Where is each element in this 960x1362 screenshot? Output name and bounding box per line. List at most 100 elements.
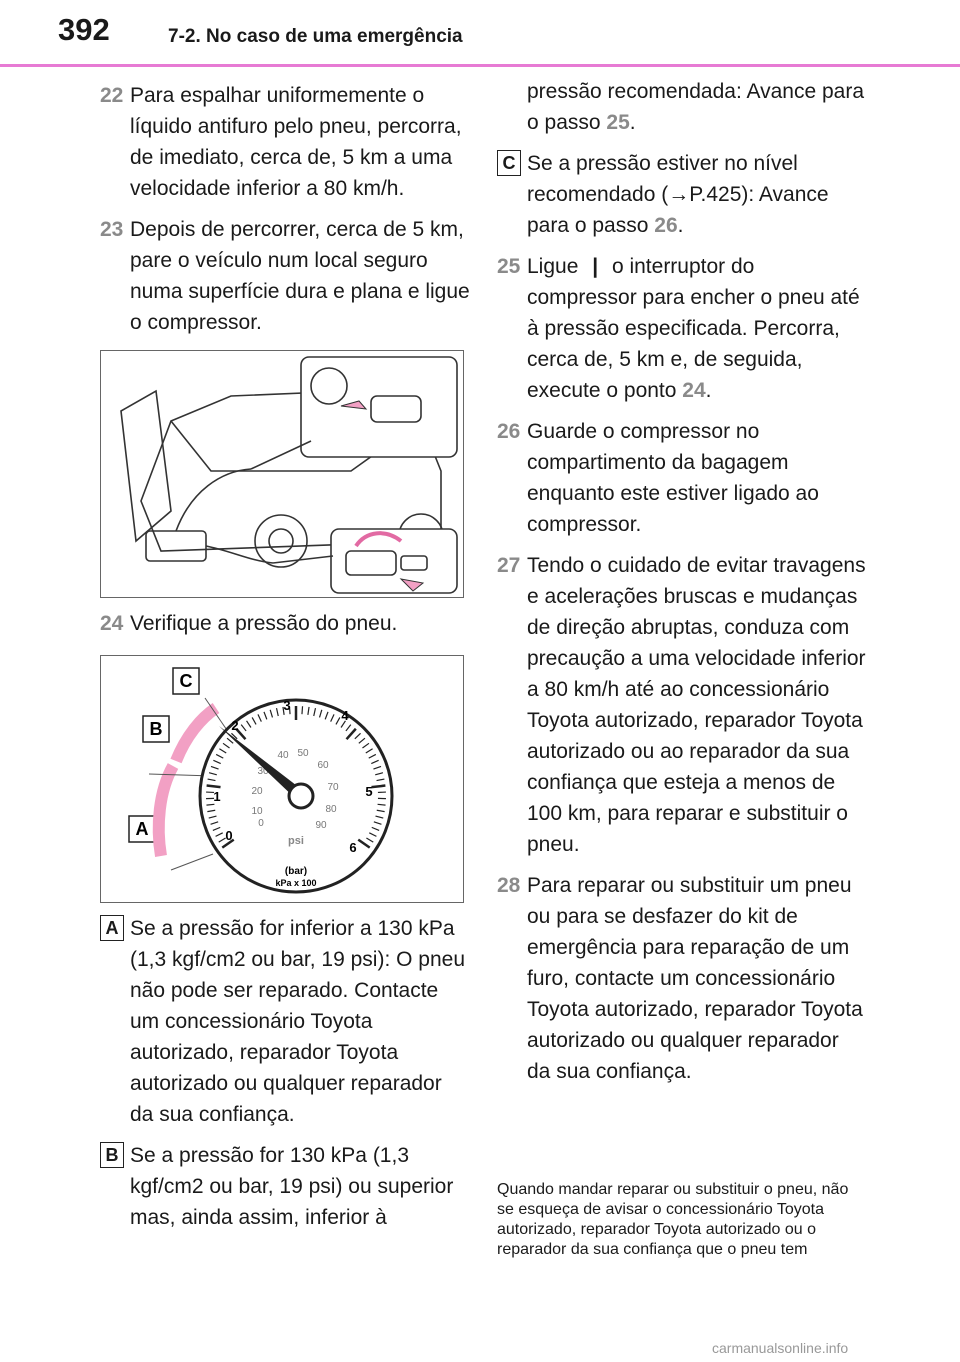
gauge-tick — [373, 765, 382, 770]
gauge-tick — [208, 815, 217, 819]
right-column: pressão recomendada: Avance para o passo… — [497, 76, 867, 1097]
compressor-connection-illustration — [100, 350, 464, 598]
gauge-svg: C B A 0 1 2 3 4 5 6 0 10 20 3 — [128, 667, 394, 894]
step-number: 24 — [100, 612, 124, 635]
bar-tick-5: 5 — [365, 784, 372, 799]
gauge-needle — [219, 726, 305, 800]
step-reference: 24 — [682, 379, 706, 402]
note-text: Se a pressão for inferior a 130 kPa (1,3… — [130, 917, 466, 1126]
step-reference: 26 — [654, 214, 678, 237]
step-text: Tendo o cuidado de evitar travagens e ac… — [527, 554, 866, 856]
label-b: B — [150, 719, 163, 739]
note-label-a: A — [100, 915, 124, 941]
header-rule — [0, 64, 960, 67]
step-text: Para reparar ou substituir um pneu ou pa… — [527, 874, 863, 1083]
gauge-tick — [365, 748, 373, 754]
bar-tick-4: 4 — [341, 708, 349, 723]
range-a-arrow-icon — [152, 763, 179, 857]
psi-tick-0: 0 — [258, 818, 264, 829]
page-number: 392 — [58, 12, 110, 47]
gauge-tick — [366, 837, 374, 843]
gauge-tick — [213, 759, 221, 765]
psi-tick-80: 80 — [325, 804, 337, 815]
note-text: Se a pressão estiver no nível recomendad… — [527, 152, 829, 237]
step-number: 27 — [497, 554, 521, 577]
gauge-tick — [377, 803, 386, 806]
step-27: 27 Tendo o cuidado de evitar travagens e… — [497, 550, 867, 860]
push-arrow-icon — [399, 578, 425, 592]
gauge-tick — [218, 837, 226, 843]
gauge-tick — [275, 708, 279, 717]
step-text: Para espalhar uniformemente o líquido an… — [130, 84, 462, 200]
step-text: Ligue — [527, 255, 585, 278]
gauge-needle-hub — [287, 782, 315, 810]
gauge-tick — [210, 821, 219, 825]
step-text: Verifique a pressão do pneu. — [130, 612, 398, 635]
label-c-box — [172, 667, 200, 695]
gauge-ticks — [206, 706, 386, 849]
step-24: 24 Verifique a pressão do pneu. — [100, 608, 470, 639]
gauge-tick — [215, 753, 224, 759]
gauge-tick — [269, 709, 274, 718]
gauge-tick — [307, 706, 310, 715]
hose-connector — [345, 550, 397, 576]
bar-tick-0: 0 — [225, 828, 232, 843]
gauge-tick — [371, 826, 380, 831]
gauge-tick — [313, 708, 317, 717]
kpa-unit-label: kPa x 100 — [275, 878, 316, 888]
step-text: Depois de percorrer, cerca de 5 km, pare… — [130, 218, 470, 334]
gauge-tick — [371, 784, 386, 789]
car-illustration-svg — [120, 356, 458, 594]
label-b-box — [142, 715, 170, 743]
gauge-tick — [335, 717, 341, 725]
gauge-tick — [282, 706, 285, 715]
label-c: C — [180, 671, 193, 691]
note-b: B Se a pressão for 130 kPa (1,3 kgf/cm2 … — [100, 1140, 470, 1233]
psi-unit-label: psi — [288, 835, 304, 847]
rotate-arrow-icon — [354, 531, 403, 548]
gauge-tick — [257, 714, 262, 722]
gauge-tick — [376, 809, 385, 813]
note-c: C Se a pressão estiver no nível recomend… — [497, 148, 867, 241]
note-a: A Se a pressão for inferior a 130 kPa (1… — [100, 913, 470, 1130]
watermark: carmanualsonline.info — [712, 1340, 849, 1356]
open-door — [120, 389, 172, 543]
compressor-hose — [205, 545, 274, 564]
range-b-arrow-icon — [170, 703, 220, 764]
gauge-tick — [373, 821, 382, 825]
step-text: Guarde o compressor no compartimento da … — [527, 420, 819, 536]
psi-tick-20: 20 — [251, 786, 263, 797]
step-number: 23 — [100, 218, 124, 241]
gauge-tick — [375, 815, 384, 819]
bar-tick-3: 3 — [283, 698, 290, 713]
note-text-end: . — [677, 214, 684, 237]
gauge-tick — [251, 717, 257, 725]
front-hub — [268, 528, 294, 554]
gauge-tick — [206, 784, 221, 789]
power-socket — [310, 367, 348, 405]
step-number: 25 — [497, 255, 521, 278]
insert-arrow-icon — [340, 400, 368, 410]
bar-tick-2: 2 — [231, 718, 238, 733]
gauge-tick — [221, 838, 235, 849]
psi-tick-60: 60 — [317, 760, 329, 771]
note-label-b: B — [100, 1142, 124, 1168]
gauge-tick — [376, 778, 385, 782]
tire-valve — [400, 555, 428, 571]
step-reference: 25 — [606, 111, 630, 134]
front-wheel — [254, 514, 308, 568]
gauge-tick — [345, 727, 357, 741]
step-text-end: . — [705, 379, 712, 402]
gauge-tick — [240, 724, 247, 732]
gauge-tick — [207, 809, 216, 813]
gauge-tick — [358, 737, 366, 744]
gauge-tick — [231, 732, 238, 740]
label-a: A — [136, 819, 149, 839]
step-28: 28 Para reparar ou substituir um pneu ou… — [497, 870, 867, 1087]
gauge-tick — [210, 765, 219, 770]
bar-unit-label: (bar) — [285, 866, 307, 877]
psi-tick-50: 50 — [297, 748, 309, 759]
psi-tick-30: 30 — [257, 766, 269, 777]
step-25: 25 Ligue | o interruptor do compressor p… — [497, 251, 867, 406]
gauge-tick — [354, 732, 361, 740]
